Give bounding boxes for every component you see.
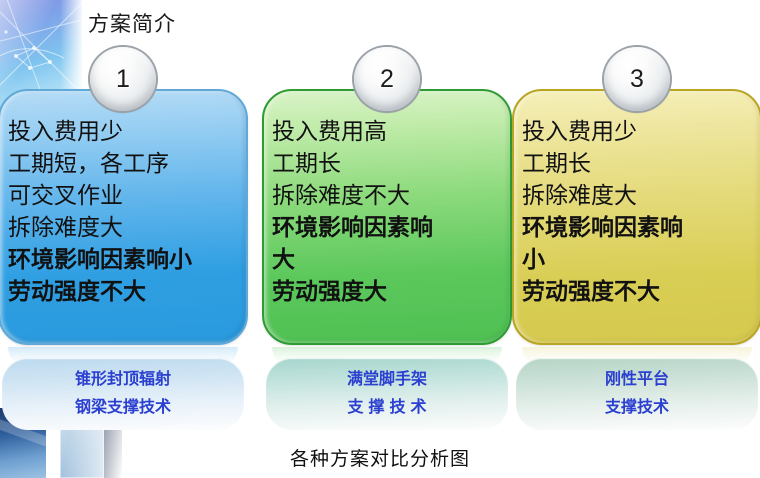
- option-line: 小: [522, 246, 545, 272]
- option-2-text-block: 投入费用高 工期长 拆除难度不大 环境影响因素响 大 劳动强度大: [272, 115, 510, 307]
- network-lines-icon: [0, 0, 82, 108]
- option-label-line1: 刚性平台: [604, 371, 669, 388]
- option-line: 拆除难度大: [522, 182, 637, 208]
- option-column-2: 投入费用高 工期长 拆除难度不大 环境影响因素响 大 劳动强度大 2 满堂脚手架…: [262, 0, 512, 478]
- option-line: 投入费用高: [272, 118, 387, 144]
- option-number-2: 2: [380, 64, 394, 93]
- option-number-badge-1[interactable]: 1: [90, 47, 156, 111]
- option-line: 投入费用少: [8, 118, 123, 144]
- option-line: 投入费用少: [522, 118, 637, 144]
- option-line: 拆除难度大: [8, 214, 123, 240]
- option-line: 大: [272, 246, 295, 272]
- option-label-pill-2[interactable]: 满堂脚手架 支撑技术: [266, 358, 508, 430]
- option-label-pill-1[interactable]: 锥形封顶辐射 钢梁支撑技术: [2, 358, 244, 430]
- option-1-text-block: 投入费用少 工期短，各工序 可交叉作业 拆除难度大 环境影响因素响小 劳动强度不…: [8, 115, 246, 307]
- option-label-line1: 满堂脚手架: [346, 371, 427, 388]
- page-title: 方案简介: [88, 12, 176, 36]
- option-line: 可交叉作业: [8, 182, 123, 208]
- option-column-1: 投入费用少 工期短，各工序 可交叉作业 拆除难度大 环境影响因素响小 劳动强度不…: [0, 0, 248, 478]
- option-line: 工期短，各工序: [8, 150, 169, 176]
- option-number-1: 1: [116, 64, 130, 93]
- header-graphic-fade: [60, 0, 82, 108]
- option-card-2[interactable]: 投入费用高 工期长 拆除难度不大 环境影响因素响 大 劳动强度大: [262, 89, 512, 345]
- option-number-badge-2[interactable]: 2: [354, 47, 420, 111]
- option-line: 工期长: [272, 150, 341, 176]
- option-line: 环境影响因素响: [522, 214, 683, 240]
- option-line: 劳动强度大: [272, 278, 387, 304]
- option-line: 劳动强度不大: [522, 278, 660, 304]
- option-number-badge-3[interactable]: 3: [604, 47, 670, 111]
- option-card-3[interactable]: 投入费用少 工期长 拆除难度大 环境影响因素响 小 劳动强度不大: [512, 89, 760, 345]
- option-label-line2: 支撑技术: [347, 399, 432, 416]
- option-label-pill-3[interactable]: 刚性平台 支撑技术: [516, 358, 758, 430]
- option-number-3: 3: [630, 64, 644, 93]
- option-label-line2: 支撑技术: [604, 399, 669, 416]
- option-column-3: 投入费用少 工期长 拆除难度大 环境影响因素响 小 劳动强度不大 3 刚性平台 …: [512, 0, 760, 478]
- option-3-text-block: 投入费用少 工期长 拆除难度大 环境影响因素响 小 劳动强度不大: [522, 115, 760, 307]
- option-line: 环境影响因素响: [272, 214, 433, 240]
- figure-caption: 各种方案对比分析图: [289, 449, 470, 470]
- option-label-line2: 钢梁支撑技术: [74, 399, 171, 416]
- option-line: 劳动强度不大: [8, 278, 146, 304]
- option-line: 环境影响因素响小: [8, 246, 192, 272]
- option-line: 拆除难度不大: [272, 182, 410, 208]
- option-label-line1: 锥形封顶辐射: [74, 371, 171, 388]
- option-line: 工期长: [522, 150, 591, 176]
- option-card-1[interactable]: 投入费用少 工期短，各工序 可交叉作业 拆除难度大 环境影响因素响小 劳动强度不…: [0, 89, 248, 345]
